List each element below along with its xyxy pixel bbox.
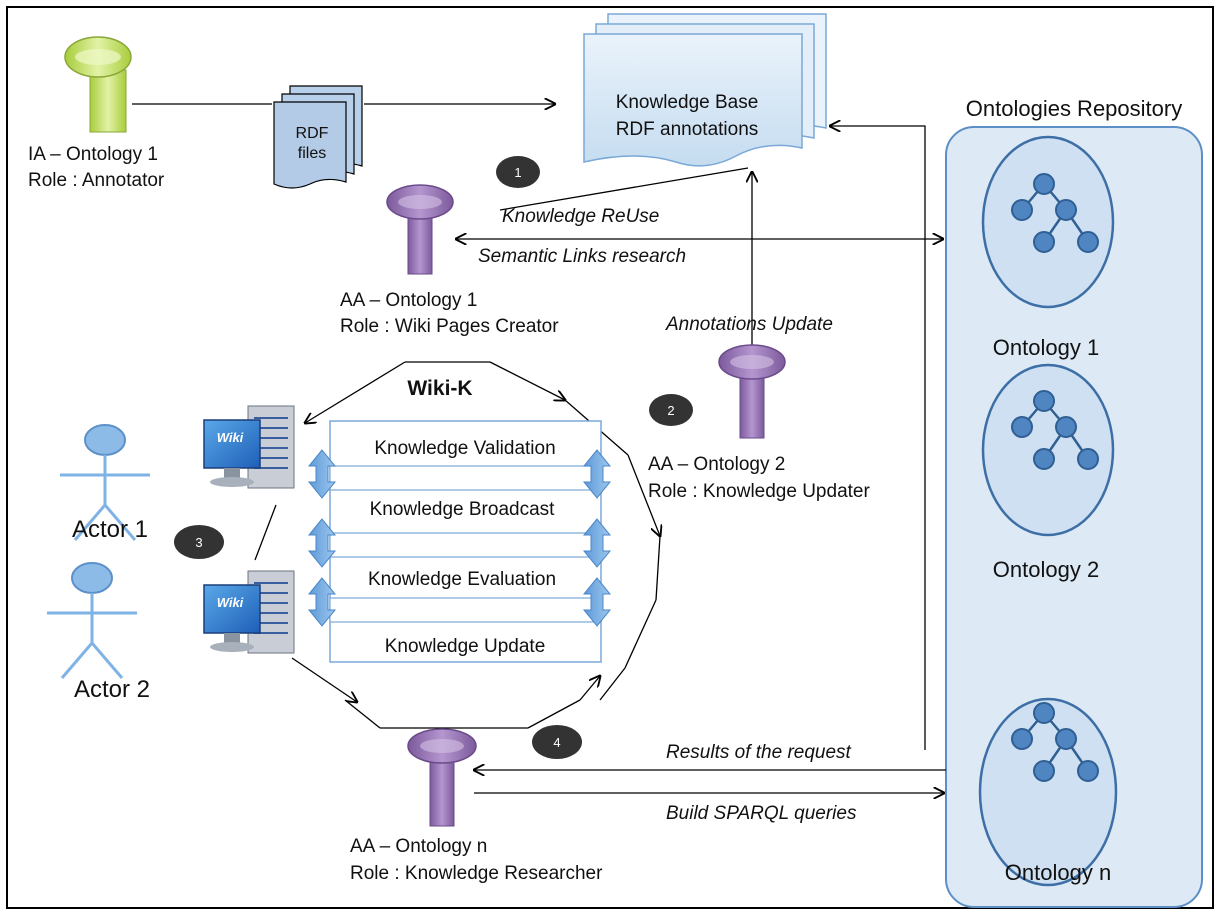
svg-text:4: 4: [553, 735, 560, 750]
rdf-files-line2: files: [298, 145, 326, 162]
rdf-files-stack: [273, 85, 363, 189]
wiki-k-title: Wiki-K: [407, 377, 472, 400]
ontology-2-ellipse: [981, 363, 1115, 537]
actor-2-icon: [45, 561, 139, 680]
process-band-3: [329, 597, 602, 623]
step-2-badge: 2: [649, 394, 693, 426]
repository-title: Ontologies Repository: [966, 96, 1182, 121]
wiki-server-1-label: Wiki: [217, 430, 244, 445]
results-label: Results of the request: [666, 742, 852, 763]
process-band-1: [329, 465, 602, 491]
knowledge-reuse-line: [499, 167, 749, 211]
repository-to-kb-arrow: [830, 126, 926, 750]
sparql-label: Build SPARQL queries: [666, 803, 857, 824]
outer-frame: [6, 6, 1214, 909]
process-broadcast: Knowledge Broadcast: [370, 499, 556, 520]
ontology-2-label: Ontology 2: [993, 557, 1099, 582]
step-4-badge: 4: [532, 725, 582, 759]
ontology-1-label: Ontology 1: [993, 335, 1099, 360]
aa2-agent-name: AA – Ontology 2: [648, 454, 785, 475]
ontology-n-ellipse: [978, 697, 1118, 887]
wiki-k-cycle: [254, 361, 660, 729]
aa-ontology1-agent-icon: [386, 184, 454, 275]
rdf-files-line1: RDF: [296, 125, 329, 142]
process-validation: Knowledge Validation: [374, 438, 555, 459]
wiki-server-icon-2: Wiki: [203, 570, 295, 654]
aa1-agent-name: AA – Ontology 1: [340, 290, 477, 311]
ia-agent-role: Role : Annotator: [28, 170, 165, 191]
ia-agent-icon: [64, 36, 132, 133]
aa-ontology2-agent-icon: [718, 344, 786, 439]
knowledge-reuse-label: Knowledge ReUse: [502, 206, 659, 227]
step-1-badge: 1: [496, 156, 540, 188]
aa2-agent-role: Role : Knowledge Updater: [648, 481, 870, 502]
knowledge-base-line1: Knowledge Base: [616, 92, 759, 113]
knowledge-base-line2: RDF annotations: [616, 119, 759, 140]
svg-text:1: 1: [514, 165, 521, 180]
aa1-agent-role: Role : Wiki Pages Creator: [340, 316, 559, 337]
ontologies-repository: Ontologies Repository Ontology 1 Ontolog…: [945, 96, 1203, 908]
actor-2-label: Actor 2: [74, 676, 150, 703]
svg-text:3: 3: [195, 535, 202, 550]
actor-1-label: Actor 1: [72, 516, 148, 543]
annotations-update-label: Annotations Update: [665, 314, 833, 335]
aan-agent-name: AA – Ontology n: [350, 836, 487, 857]
ia-agent-name: IA – Ontology 1: [28, 144, 158, 165]
aan-agent-role: Role : Knowledge Researcher: [350, 863, 603, 884]
svg-text:2: 2: [667, 403, 674, 418]
semantic-links-label: Semantic Links research: [478, 246, 686, 267]
process-band-2: [329, 532, 602, 558]
ontology-1-ellipse: [981, 135, 1115, 309]
ontology-n-label: Ontology n: [1005, 860, 1111, 885]
wiki-server-icon-1: Wiki: [203, 405, 295, 489]
step-3-badge: 3: [174, 525, 224, 559]
process-update: Knowledge Update: [385, 636, 546, 657]
wiki-server-2-label: Wiki: [217, 595, 244, 610]
process-evaluation: Knowledge Evaluation: [368, 569, 556, 590]
aa-ontology-n-agent-icon: [407, 728, 477, 827]
knowledge-base-stack: [583, 13, 827, 167]
